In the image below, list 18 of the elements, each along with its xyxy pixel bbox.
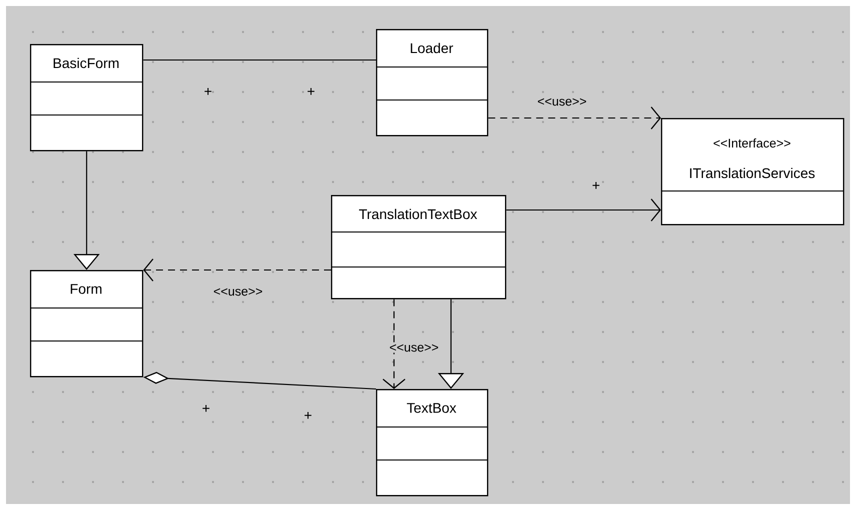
edge-label: <<use>>: [390, 344, 438, 352]
arrow: [506, 198, 661, 222]
class-box: Loader: [376, 29, 488, 136]
class-box: TextBox: [376, 389, 488, 496]
class-box: <<Interface>> ITranslationServices: [660, 118, 844, 226]
multiplicity-mark: +: [204, 88, 212, 95]
edge-label: <<use>>: [538, 98, 586, 106]
multiplicity-mark: +: [592, 182, 600, 189]
class-box: BasicForm: [30, 44, 144, 152]
multiplicity-mark: +: [202, 404, 210, 412]
class-box: Form: [30, 270, 144, 378]
edge-label: <<use>>: [214, 288, 262, 296]
multiplicity-mark: +: [308, 88, 314, 95]
class-box: TranslationTextBox: [330, 195, 506, 300]
multiplicity-mark: +: [304, 412, 312, 419]
arrow: [382, 299, 406, 389]
arrow: [488, 106, 661, 130]
arrow: [143, 258, 331, 282]
